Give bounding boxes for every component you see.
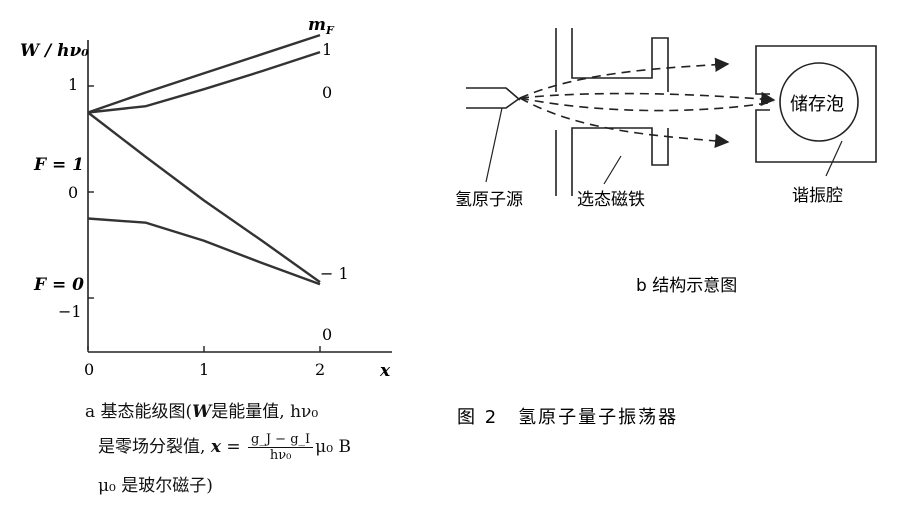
- hydrogen-source: [466, 87, 521, 109]
- resonant-cavity: [755, 45, 877, 163]
- y-tick-label-1: 1: [68, 75, 78, 94]
- y-tick-label-0: 0: [68, 183, 78, 202]
- part-a-caption-line3: μ₀ 是玻尔磁子): [98, 474, 213, 498]
- y-axis-label: W / hν₀: [20, 41, 89, 61]
- cavity-label: 谐振腔: [792, 186, 843, 206]
- caption-line1-rest: 是能量值, hν₀: [211, 402, 319, 422]
- curve-series-0: [87, 33, 321, 114]
- mf-label-top-0: 0: [322, 83, 332, 102]
- caption-line1-w: W: [192, 402, 212, 422]
- mf-label-neg1: − 1: [320, 264, 349, 283]
- x-tick-label-0: 0: [84, 360, 94, 379]
- leader-lines: [485, 107, 843, 185]
- mf-header-sub: F: [325, 24, 335, 37]
- caption-line1-prefix: a 基态能级图(: [85, 402, 193, 422]
- fraction-numerator: g_J − g_I: [248, 432, 314, 448]
- part-a-caption-line1: a 基态能级图(W是能量值, hν₀: [85, 400, 318, 424]
- mf-label-top-1: 1: [322, 40, 332, 59]
- storage-bulb-label: 储存泡: [790, 94, 844, 115]
- mf-label-bottom-0: 0: [322, 325, 332, 344]
- figure-caption: 图 2 氢原子量子振荡器: [457, 407, 678, 428]
- mf-header-m: m: [308, 15, 326, 35]
- curve-series-3: [87, 217, 321, 286]
- caption-line2-suffix: μ₀ B: [315, 437, 351, 457]
- caption-line2-prefix: 是零场分裂值,: [98, 437, 206, 457]
- storage-bulb: [779, 62, 859, 142]
- x-tick-label-2: 2: [315, 360, 325, 379]
- level-f1-label: F = 1: [33, 155, 84, 175]
- mf-header: mF: [308, 15, 335, 37]
- part-a-caption-line2: 是零场分裂值, x = g_J − g_I hν₀ μ₀ B: [98, 428, 351, 466]
- axis-ticks: [87, 85, 321, 352]
- energy-curves: [87, 33, 321, 286]
- curve-series-2: [87, 111, 321, 284]
- caption-line2-x: x: [210, 437, 221, 457]
- x-axis-label: x: [379, 361, 391, 381]
- caption-fraction: g_J − g_I hν₀: [248, 432, 314, 463]
- fraction-denominator: hν₀: [269, 448, 292, 463]
- state-selector-magnet: [555, 28, 669, 196]
- x-tick-label-1: 1: [199, 360, 209, 379]
- caption-line2-eq: =: [226, 437, 241, 457]
- source-label: 氢原子源: [455, 190, 523, 210]
- curve-series-1: [87, 50, 321, 114]
- level-f0-label: F = 0: [33, 275, 84, 295]
- atom-beam: [519, 57, 776, 149]
- magnet-label: 选态磁铁: [577, 190, 645, 210]
- caption-line3: μ₀ 是玻尔磁子): [98, 476, 213, 496]
- y-tick-label-neg1: −1: [58, 302, 82, 321]
- part-b-caption: b 结构示意图: [636, 276, 737, 296]
